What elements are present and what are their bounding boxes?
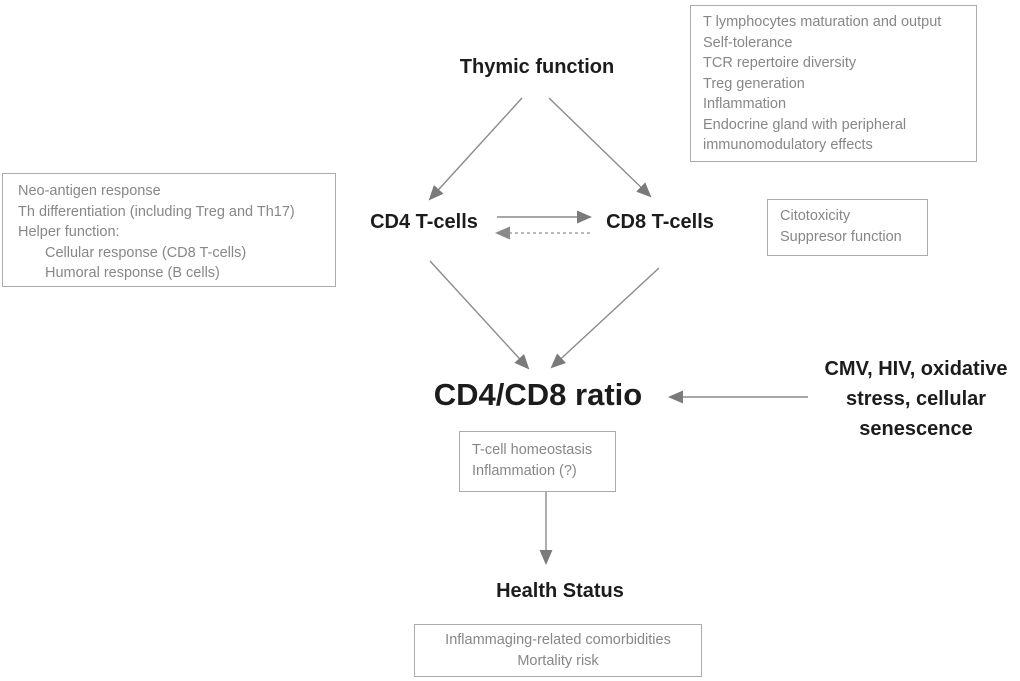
box-ratio-meaning: T-cell homeostasis Inflammation (?)	[459, 431, 616, 492]
node-ratio: CD4/CD8 ratio	[433, 377, 643, 412]
node-cd4: CD4 T-cells	[370, 211, 478, 233]
box-line: Inflammaging-related comorbidities	[445, 632, 671, 648]
box-line: Humoral response (B cells)	[45, 265, 220, 281]
box-line: Th differentiation (including Treg and T…	[18, 203, 295, 220]
box-line: Endocrine gland with peripheral immunomo…	[703, 116, 907, 154]
box-line: Citotoxicity	[780, 208, 851, 224]
box-line: TCR repertoire diversity	[703, 55, 857, 71]
box-cd4-functions: Neo-antigen response Th differentiation …	[2, 173, 336, 287]
arrow-cd8-to-ratio	[550, 267, 660, 369]
node-health: Health Status	[496, 580, 624, 602]
box-health-outcomes: Inflammaging-related comorbidities Morta…	[414, 624, 702, 677]
arrow-thymic-to-cd4	[428, 97, 523, 201]
box-line: Mortality risk	[517, 652, 599, 669]
arrow-cd4-to-ratio	[429, 260, 530, 370]
node-external-factors: CMV, HIV, oxidative stress, cellular sen…	[810, 354, 1020, 444]
box-line: Neo-antigen response	[18, 183, 161, 199]
box-thymic-outputs: T lymphocytes maturation and output Self…	[690, 5, 977, 162]
node-thymic-function: Thymic function	[459, 56, 615, 78]
box-line: T lymphocytes maturation and output	[703, 14, 942, 30]
external-factors-line: stress, cellular	[845, 388, 987, 410]
box-line: Cellular response (CD8 T-cells)	[45, 244, 247, 261]
external-factors-line: CMV, HIV, oxidative	[824, 358, 1008, 380]
box-line: Treg generation	[703, 75, 805, 92]
external-factors-line: senescence	[859, 418, 973, 440]
box-cd8-functions: Citotoxicity Suppresor function	[767, 199, 928, 256]
box-line: Inflammation	[703, 96, 787, 112]
box-line: Inflammation (?)	[472, 462, 577, 479]
box-line: T-cell homeostasis	[472, 442, 593, 458]
box-line: Self-tolerance	[703, 34, 793, 51]
box-line: Helper function:	[18, 224, 120, 240]
arrow-thymic-to-cd8	[548, 97, 652, 198]
box-line: Suppresor function	[780, 228, 902, 245]
node-cd8: CD8 T-cells	[606, 211, 714, 233]
